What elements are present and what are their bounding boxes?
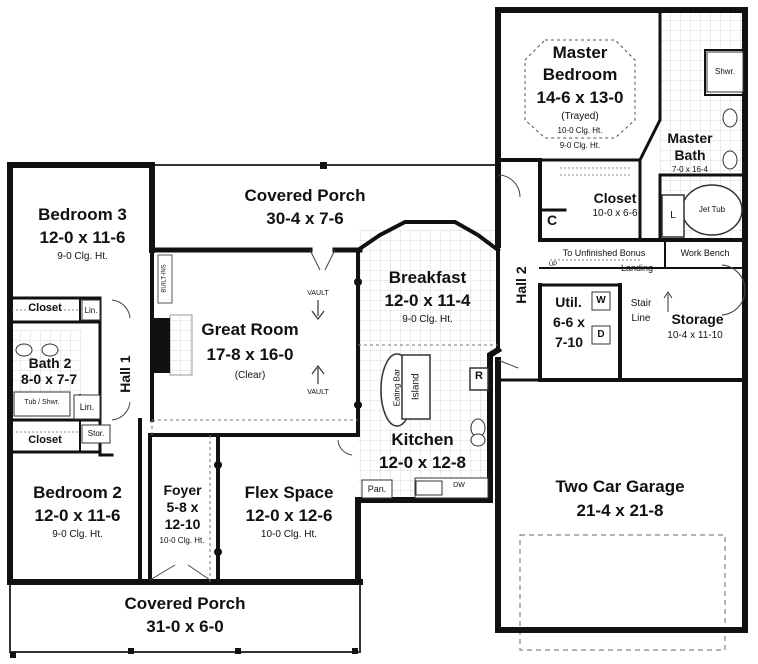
sinks (15, 108, 738, 447)
r-label: R (475, 370, 483, 382)
l-label: L (670, 210, 676, 221)
great-room-note: (Clear) (234, 370, 266, 381)
washer-label: W (596, 295, 606, 306)
flex-space-dims: 12-0 x 12-6 (245, 506, 333, 525)
stor-box (81, 424, 111, 444)
garage-dims: 21-4 x 21-8 (576, 501, 664, 520)
garage-door-outline (519, 534, 726, 651)
stair-line-label-2: Line (631, 313, 651, 324)
master-closet-name: Closet (593, 190, 637, 206)
flex-space-name: Flex Space (244, 483, 334, 502)
stair-line-label-1: Stair (630, 298, 652, 309)
flex-space-clg: 10-0 Clg. Ht. (260, 529, 318, 540)
master-bedroom-note: (Trayed) (561, 111, 599, 122)
breakfast-name: Breakfast (388, 268, 467, 287)
bedroom3-name: Bedroom 3 (38, 205, 127, 224)
kitchen-sink (415, 480, 443, 496)
master-bath-name-2: Bath (674, 147, 706, 163)
washer (591, 291, 611, 311)
tub-shower-label: Tub / Shwr. (24, 399, 60, 406)
shower-label: Shwr. (714, 67, 735, 76)
dryer-label: D (597, 329, 605, 340)
vault-label-bottom: VAULT (307, 389, 329, 396)
lin2-box (73, 394, 101, 420)
bedroom2-name: Bedroom 2 (33, 483, 122, 502)
vault-arrow-down (311, 300, 325, 320)
covered-porch-bottom-name: Covered Porch (124, 594, 246, 613)
island-label: Island (410, 373, 422, 401)
pantry-label: Pan. (367, 484, 387, 494)
dashed-dividers (151, 344, 498, 582)
refrigerator (469, 367, 489, 391)
kitchen-dims: 12-0 x 12-8 (379, 453, 466, 472)
unfinished-bonus-label: To Unfinished Bonus (562, 248, 646, 258)
master-bedroom-name-2: Bedroom (542, 65, 618, 84)
bedroom2-clg: 9-0 Clg. Ht. (52, 529, 103, 540)
vault-label-top: VAULT (307, 290, 329, 297)
utility-dims-1: 6-6 x (553, 314, 585, 330)
utility-name: Util. (555, 294, 582, 310)
pantry-box (361, 479, 393, 499)
dw-label: DW (453, 482, 465, 489)
master-closet-dims: 10-0 x 6-6 (592, 208, 638, 219)
shower-box (706, 51, 744, 93)
landing-label: Landing (620, 263, 654, 273)
lin1-label: Lin. (84, 306, 98, 315)
dryer (591, 325, 611, 345)
fireplace (152, 318, 170, 373)
bath2-dims: 8-0 x 7-7 (20, 371, 78, 387)
breakfast-clg: 9-0 Clg. Ht. (402, 314, 453, 325)
hall2-label: Hall 2 (512, 266, 529, 304)
door-swings (111, 174, 746, 581)
up-label: UP (548, 262, 558, 268)
lin2-label: Lin. (79, 402, 95, 412)
closet-left-bottom-label: Closet (28, 434, 62, 446)
built-ins-label: BUILT-INS (161, 264, 168, 293)
lin1-box (81, 299, 101, 321)
kitchen-name: Kitchen (391, 430, 454, 449)
master-bath-name-1: Master (667, 130, 713, 146)
stor-label: Stor. (87, 429, 105, 438)
l-closet (661, 194, 685, 238)
foyer-dims-1: 5-8 x (166, 499, 199, 515)
covered-porch-top-dims: 30-4 x 7-6 (266, 209, 344, 228)
bedroom3-dims: 12-0 x 11-6 (39, 228, 126, 247)
eating-bar-label: Eating Bar (392, 368, 402, 407)
storage-dims: 10-4 x 11-10 (667, 330, 723, 341)
closet-left-top-label: Closet (28, 302, 62, 314)
bedroom3-clg: 9-0 Clg. Ht. (57, 251, 108, 262)
master-bedroom-clg-1: 10-0 Clg. Ht. (557, 126, 603, 135)
bath2-name: Bath 2 (28, 355, 72, 371)
foyer-name: Foyer (163, 482, 202, 498)
storage-name: Storage (671, 311, 724, 327)
master-bedroom-clg-2: 9-0 Clg. Ht. (559, 141, 601, 150)
stair-arrow (663, 291, 673, 312)
hall1-label: Hall 1 (116, 355, 133, 393)
foyer-clg: 10-0 Clg. Ht. (159, 536, 205, 545)
columns (10, 162, 362, 658)
closet-rods (12, 167, 632, 433)
master-bedroom-name-1: Master (552, 43, 608, 62)
great-room-name: Great Room (201, 320, 299, 339)
vault-arrow-up (311, 365, 325, 384)
great-room-dims: 17-8 x 16-0 (206, 345, 294, 364)
island-shape (401, 354, 431, 420)
built-ins (157, 254, 173, 304)
work-bench-label: Work Bench (680, 248, 730, 258)
foyer-dims-2: 12-10 (164, 516, 201, 532)
jet-tub-label: Jet Tub (698, 205, 726, 214)
breakfast-dims: 12-0 x 11-4 (384, 291, 471, 310)
garage-name: Two Car Garage (555, 477, 685, 496)
covered-porch-top-name: Covered Porch (244, 186, 366, 205)
master-bath-dims: 7-0 x 16-4 (671, 165, 709, 174)
tub-box (13, 391, 71, 417)
tray-ceiling-outline (524, 39, 636, 139)
c-label: C (546, 212, 558, 228)
master-bedroom-dims: 14-6 x 13-0 (536, 88, 624, 107)
bedroom2-dims: 12-0 x 11-6 (34, 506, 121, 525)
covered-porch-bottom-dims: 31-0 x 6-0 (146, 617, 224, 636)
utility-dims-2: 7-10 (554, 334, 584, 350)
